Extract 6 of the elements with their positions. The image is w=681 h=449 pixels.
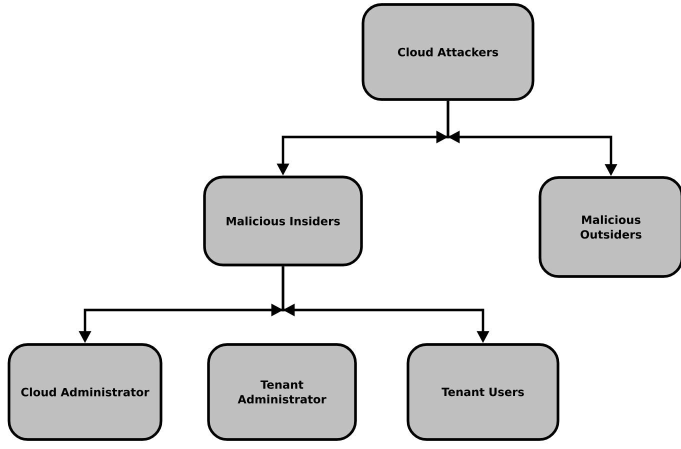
rounded-box: Malicious Insiders xyxy=(203,176,363,266)
rounded-box: Cloud Administrator xyxy=(8,343,162,441)
rounded-box: Tenant Users xyxy=(406,343,560,441)
rounded-box: Tenant Administrator xyxy=(207,343,357,441)
rounded-box: Cloud Attackers xyxy=(362,3,534,101)
rounded-box: Malicious Outsiders xyxy=(538,176,681,278)
